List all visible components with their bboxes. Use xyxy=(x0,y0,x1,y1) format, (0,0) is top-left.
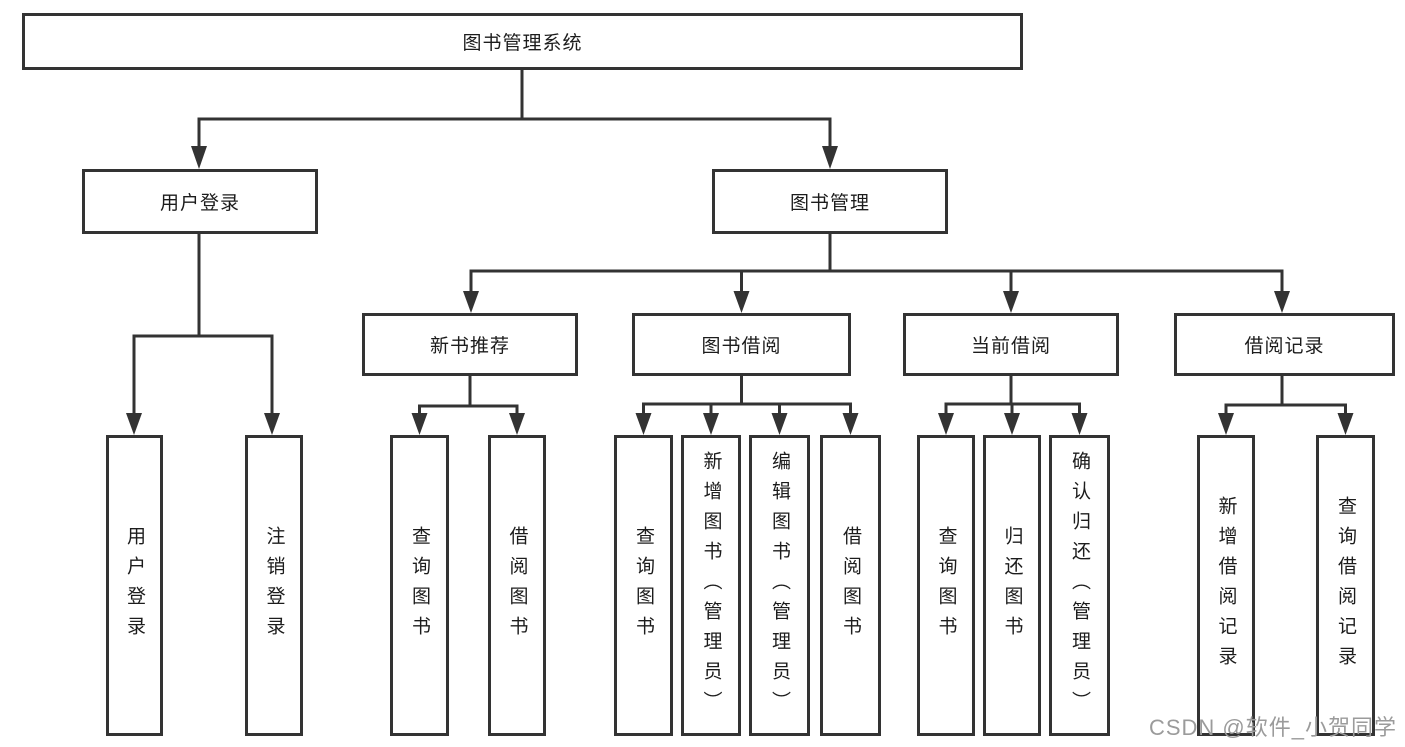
arrowhead xyxy=(509,413,525,435)
leaf-borrowing-query-books: 查询图书 xyxy=(614,435,673,736)
leaf-borrowing-edit-books-admin: 编辑图书（管理员） xyxy=(749,435,810,736)
arrowhead xyxy=(703,413,719,435)
arrowhead xyxy=(264,413,280,435)
leaf-label: 查询图书 xyxy=(935,525,957,646)
arrowhead xyxy=(463,291,479,313)
connector-shafts xyxy=(132,69,1347,414)
arrowhead xyxy=(1003,291,1019,313)
leaf-label: 确认归还（管理员） xyxy=(1069,450,1090,721)
leaf-logout: 注销登录 xyxy=(245,435,303,736)
leaf-borrowing-add-books-admin: 新增图书（管理员） xyxy=(681,435,741,736)
leaf-label: 归还图书 xyxy=(1001,525,1023,646)
arrowhead xyxy=(771,413,788,435)
leaf-label: 注销登录 xyxy=(263,525,285,646)
arrowhead xyxy=(938,413,954,435)
csdn-watermark: CSDN @软件_小贺同学 xyxy=(1148,715,1397,740)
arrowhead xyxy=(635,413,652,435)
leaf-label: 新增图书（管理员） xyxy=(700,450,722,721)
arrowhead xyxy=(1274,291,1290,313)
leaf-label: 查询图书 xyxy=(409,525,430,646)
arrowheads xyxy=(126,146,1354,435)
node-new-book-recommend: 新书推荐 xyxy=(362,313,578,376)
leaf-borrowing-borrow-books: 借阅图书 xyxy=(820,435,881,736)
node-borrow-records: 借阅记录 xyxy=(1174,313,1395,376)
leaf-label: 新增借阅记录 xyxy=(1215,495,1237,676)
leaf-label: 查询图书 xyxy=(633,525,654,646)
leaf-recommend-query-books: 查询图书 xyxy=(390,435,449,736)
node-current-borrowing: 当前借阅 xyxy=(903,313,1119,376)
leaf-label: 查询借阅记录 xyxy=(1335,495,1356,676)
arrowhead xyxy=(842,413,859,435)
leaf-user-login: 用户登录 xyxy=(106,435,163,736)
leaf-records-query-record: 查询借阅记录 xyxy=(1316,435,1375,736)
arrowhead xyxy=(126,413,142,435)
arrowhead xyxy=(1337,413,1354,435)
arrowhead xyxy=(822,146,838,169)
leaf-label: 编辑图书（管理员） xyxy=(769,450,790,721)
arrowhead xyxy=(411,413,428,435)
arrowhead xyxy=(1004,413,1020,435)
node-book-borrowing: 图书借阅 xyxy=(632,313,851,376)
leaf-current-confirm-return-admin: 确认归还（管理员） xyxy=(1049,435,1110,736)
leaf-current-query-books: 查询图书 xyxy=(917,435,975,736)
leaf-label: 用户登录 xyxy=(124,525,145,646)
leaf-records-add-record: 新增借阅记录 xyxy=(1197,435,1255,736)
arrowhead xyxy=(733,291,750,313)
node-book-management: 图书管理 xyxy=(712,169,948,234)
node-user-login: 用户登录 xyxy=(82,169,318,234)
arrowhead xyxy=(1071,413,1088,435)
leaf-label: 借阅图书 xyxy=(506,525,528,646)
leaf-recommend-borrow-books: 借阅图书 xyxy=(488,435,546,736)
leaf-label: 借阅图书 xyxy=(840,525,861,646)
arrowhead xyxy=(191,146,207,169)
node-library-system: 图书管理系统 xyxy=(22,13,1023,70)
leaf-current-return-books: 归还图书 xyxy=(983,435,1041,736)
arrowhead xyxy=(1218,413,1234,435)
